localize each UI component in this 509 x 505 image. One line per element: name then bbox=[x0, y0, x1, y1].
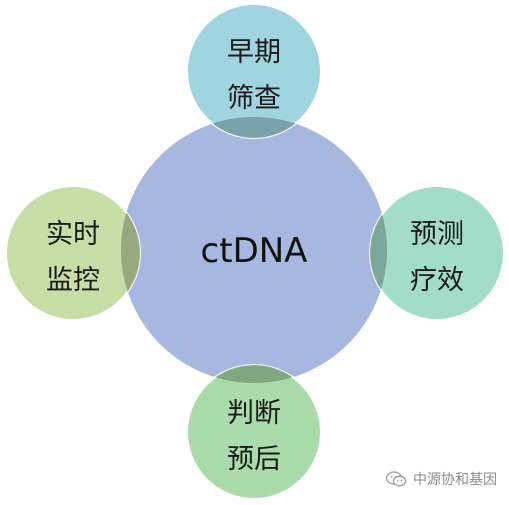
node-label-bottom-line2: 预后 bbox=[227, 444, 281, 475]
center-circle bbox=[121, 117, 387, 383]
wechat-icon bbox=[385, 471, 407, 487]
center-label: ctDNA bbox=[201, 231, 308, 271]
watermark-text: 中源协和基因 bbox=[413, 472, 497, 488]
node-label-bottom-line1: 判断 bbox=[227, 398, 281, 429]
node-label-right-line1: 预测 bbox=[410, 219, 464, 250]
node-circle-left bbox=[5, 185, 141, 321]
node-label-left-line1: 实时 bbox=[46, 219, 100, 250]
node-label-top-line2: 筛查 bbox=[227, 83, 281, 114]
node-circle-right bbox=[369, 185, 505, 321]
node-circle-bottom bbox=[186, 364, 322, 500]
node-label-top-line1: 早期 bbox=[227, 37, 281, 68]
node-label-right-line2: 疗效 bbox=[410, 265, 464, 296]
node-label-left-line2: 监控 bbox=[46, 265, 100, 296]
watermark: 中源协和基因 bbox=[385, 469, 497, 489]
